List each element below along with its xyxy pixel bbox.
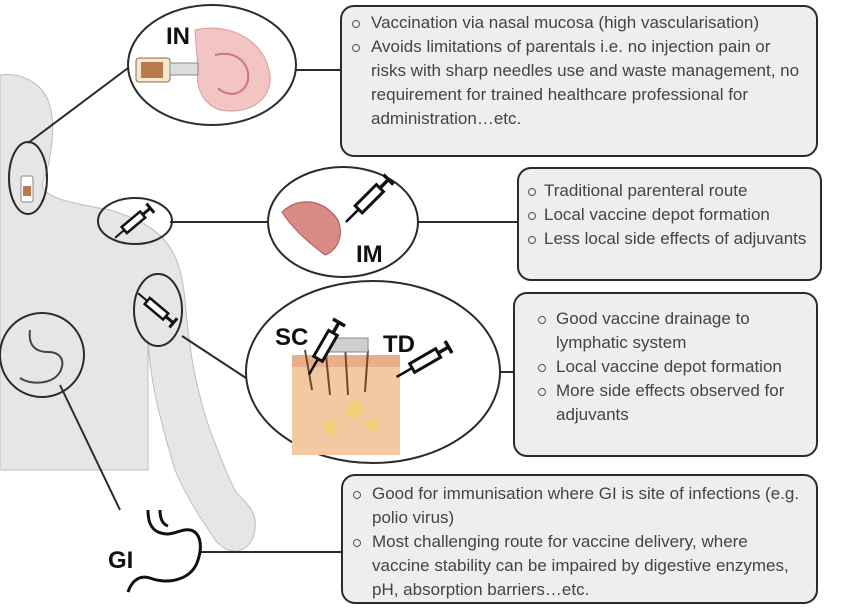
syringe-icon [345, 173, 395, 223]
nasal-cavity-contour [214, 52, 250, 95]
sc-td-point-1: Good vaccine drainage to lymphatic syste… [538, 307, 810, 355]
im-label: IM [356, 241, 383, 268]
im-point-3: Less local side effects of adjuvants [528, 227, 816, 251]
spray-bottle-label [141, 62, 163, 78]
arm-site-ellipse [133, 273, 183, 347]
connector-lines [27, 67, 517, 553]
stomach-icon [19, 329, 64, 384]
nasal-cavity-icon [194, 27, 271, 112]
connector-gi-left [59, 384, 121, 511]
muscle-icon [281, 201, 341, 256]
im-description-box: Traditional parenteral route Local vacci… [517, 167, 822, 281]
connector-sc-left [181, 335, 247, 379]
in-point-2: Avoids limitations of parentals i.e. no … [352, 35, 810, 131]
syringe-icon [137, 292, 179, 329]
td-label: TD [383, 331, 415, 358]
sc-label: SC [275, 324, 308, 351]
in-label: IN [166, 23, 190, 50]
sc-td-point-3: More side effects observed for adjuvants [538, 379, 810, 427]
abdomen-site-circle [0, 312, 85, 398]
gi-description-box: Good for immunisation where GI is site o… [341, 474, 818, 604]
in-description-box: Vaccination via nasal mucosa (high vascu… [340, 5, 818, 157]
syringe-icon [395, 340, 454, 379]
syringe-icon [114, 202, 156, 239]
spray-bottle-label [23, 186, 31, 196]
syringe-icon [307, 317, 346, 376]
in-point-1: Vaccination via nasal mucosa (high vascu… [352, 11, 810, 35]
im-point-2: Local vaccine depot formation [528, 203, 816, 227]
human-body-silhouette [0, 73, 256, 552]
im-point-1: Traditional parenteral route [528, 179, 816, 203]
spray-nozzle [169, 62, 199, 76]
sc-td-point-2: Local vaccine depot formation [538, 355, 810, 379]
gi-point-1: Good for immunisation where GI is site o… [353, 482, 810, 530]
stomach-icon [126, 509, 202, 593]
connector-in-left [27, 67, 129, 144]
gi-point-2: Most challenging route for vaccine deliv… [353, 530, 810, 602]
nose-site-ellipse [8, 141, 48, 215]
shoulder-site-ellipse [97, 197, 173, 245]
sc-td-description-box: Good vaccine drainage to lymphatic syste… [513, 292, 818, 457]
gi-label: GI [108, 547, 133, 574]
